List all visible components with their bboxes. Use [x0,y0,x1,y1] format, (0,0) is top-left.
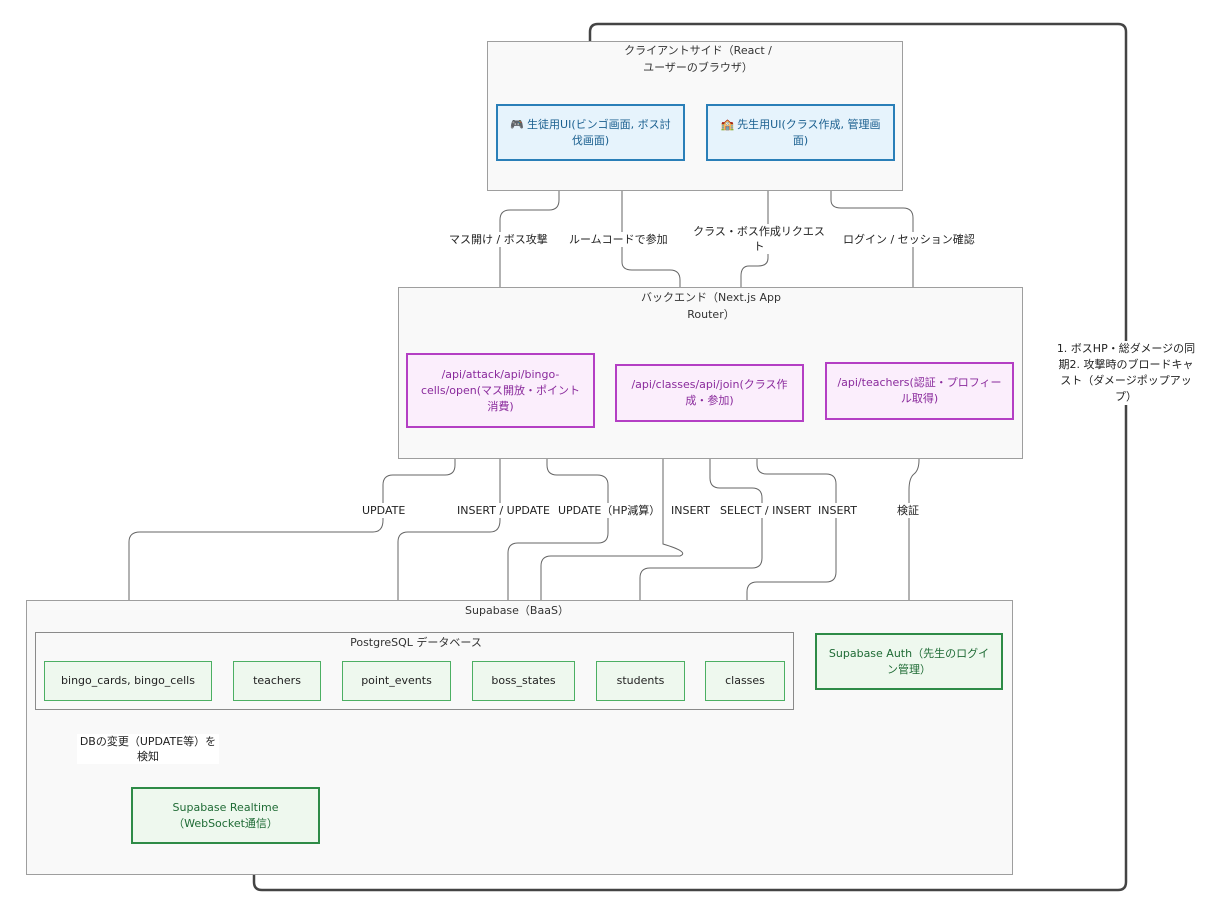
edge-label-sync: 1. ボスHP・総ダメージの同期2. 攻撃時のブロードキャスト（ダメージポップア… [1054,341,1198,405]
teacher-ui-node[interactable]: 🏫先生用UI(クラス作成, 管理画面) [706,104,895,161]
edge-label-update-bingo: UPDATE [362,503,406,518]
db-point-events-node[interactable]: point_events [342,661,451,701]
supabase-group-title: Supabase（BaaS） [465,604,569,617]
edge-label-verify: 検証 [897,503,919,518]
student-ui-label: 生徒用UI(ビンゴ画面, ボス討伐画面) [527,117,671,147]
edge-login [830,161,917,363]
edge-insert-boss [537,422,684,661]
edge-insert-classes [743,422,837,661]
backend-group-title: バックエンド（Next.js App Router） [641,291,781,321]
edge-label-update-hp: UPDATE（HP減算） [558,503,661,518]
api-classes-node[interactable]: /api/classes/api/join(クラス作成・参加) [615,364,804,422]
db-students-node[interactable]: students [596,661,685,701]
api-teachers-node[interactable]: /api/teachers(認証・プロフィール取得) [825,362,1014,420]
supabase-auth-node[interactable]: Supabase Auth（先生のログイン管理） [815,633,1003,690]
edge-label-class-boss: クラス・ボス作成リクエスト [688,224,830,254]
edge-update-bingo [125,428,456,661]
edge-verify [905,420,920,633]
student-ui-node[interactable]: 🎮生徒用UI(ビンゴ画面, ボス討伐画面) [496,104,685,161]
edge-mass-open [496,161,560,353]
db-bingo-node[interactable]: bingo_cards, bingo_cells [44,661,212,701]
postgres-group-title: PostgreSQL データベース [350,636,482,649]
edge-label-room-code: ルームコードで参加 [569,232,668,247]
db-boss-states-node[interactable]: boss_states [472,661,575,701]
edge-label-db-change: DBの変更（UPDATE等）を検知 [77,734,219,764]
db-teachers-node[interactable]: teachers [233,661,321,701]
edge-label-login: ログイン / セッション確認 [843,232,975,247]
game-controller-icon: 🎮 [510,117,525,131]
client-group-title: クライアントサイド（React / ユーザーのブラウザ） [624,44,772,74]
edge-label-select-insert: SELECT / INSERT [720,503,812,518]
school-icon: 🏫 [720,117,735,131]
edge-label-insert-classes: INSERT [818,503,857,518]
edge-label-insert-boss: INSERT [671,503,710,518]
db-classes-node[interactable]: classes [705,661,785,701]
edge-room-code [621,161,684,365]
supabase-realtime-node[interactable]: Supabase Realtime（WebSocket通信） [131,787,320,844]
edge-select-students [636,422,763,661]
edge-label-insert-update: INSERT / UPDATE [457,503,550,518]
edge-class-boss [737,161,769,365]
api-attack-node[interactable]: /api/attack/api/bingo-cells/open(マス開放・ポイ… [406,353,595,428]
teacher-ui-label: 先生用UI(クラス作成, 管理画面) [737,117,881,147]
edge-insert-points [394,428,501,661]
edge-label-mass-open: マス開け / ボス攻撃 [449,232,548,247]
